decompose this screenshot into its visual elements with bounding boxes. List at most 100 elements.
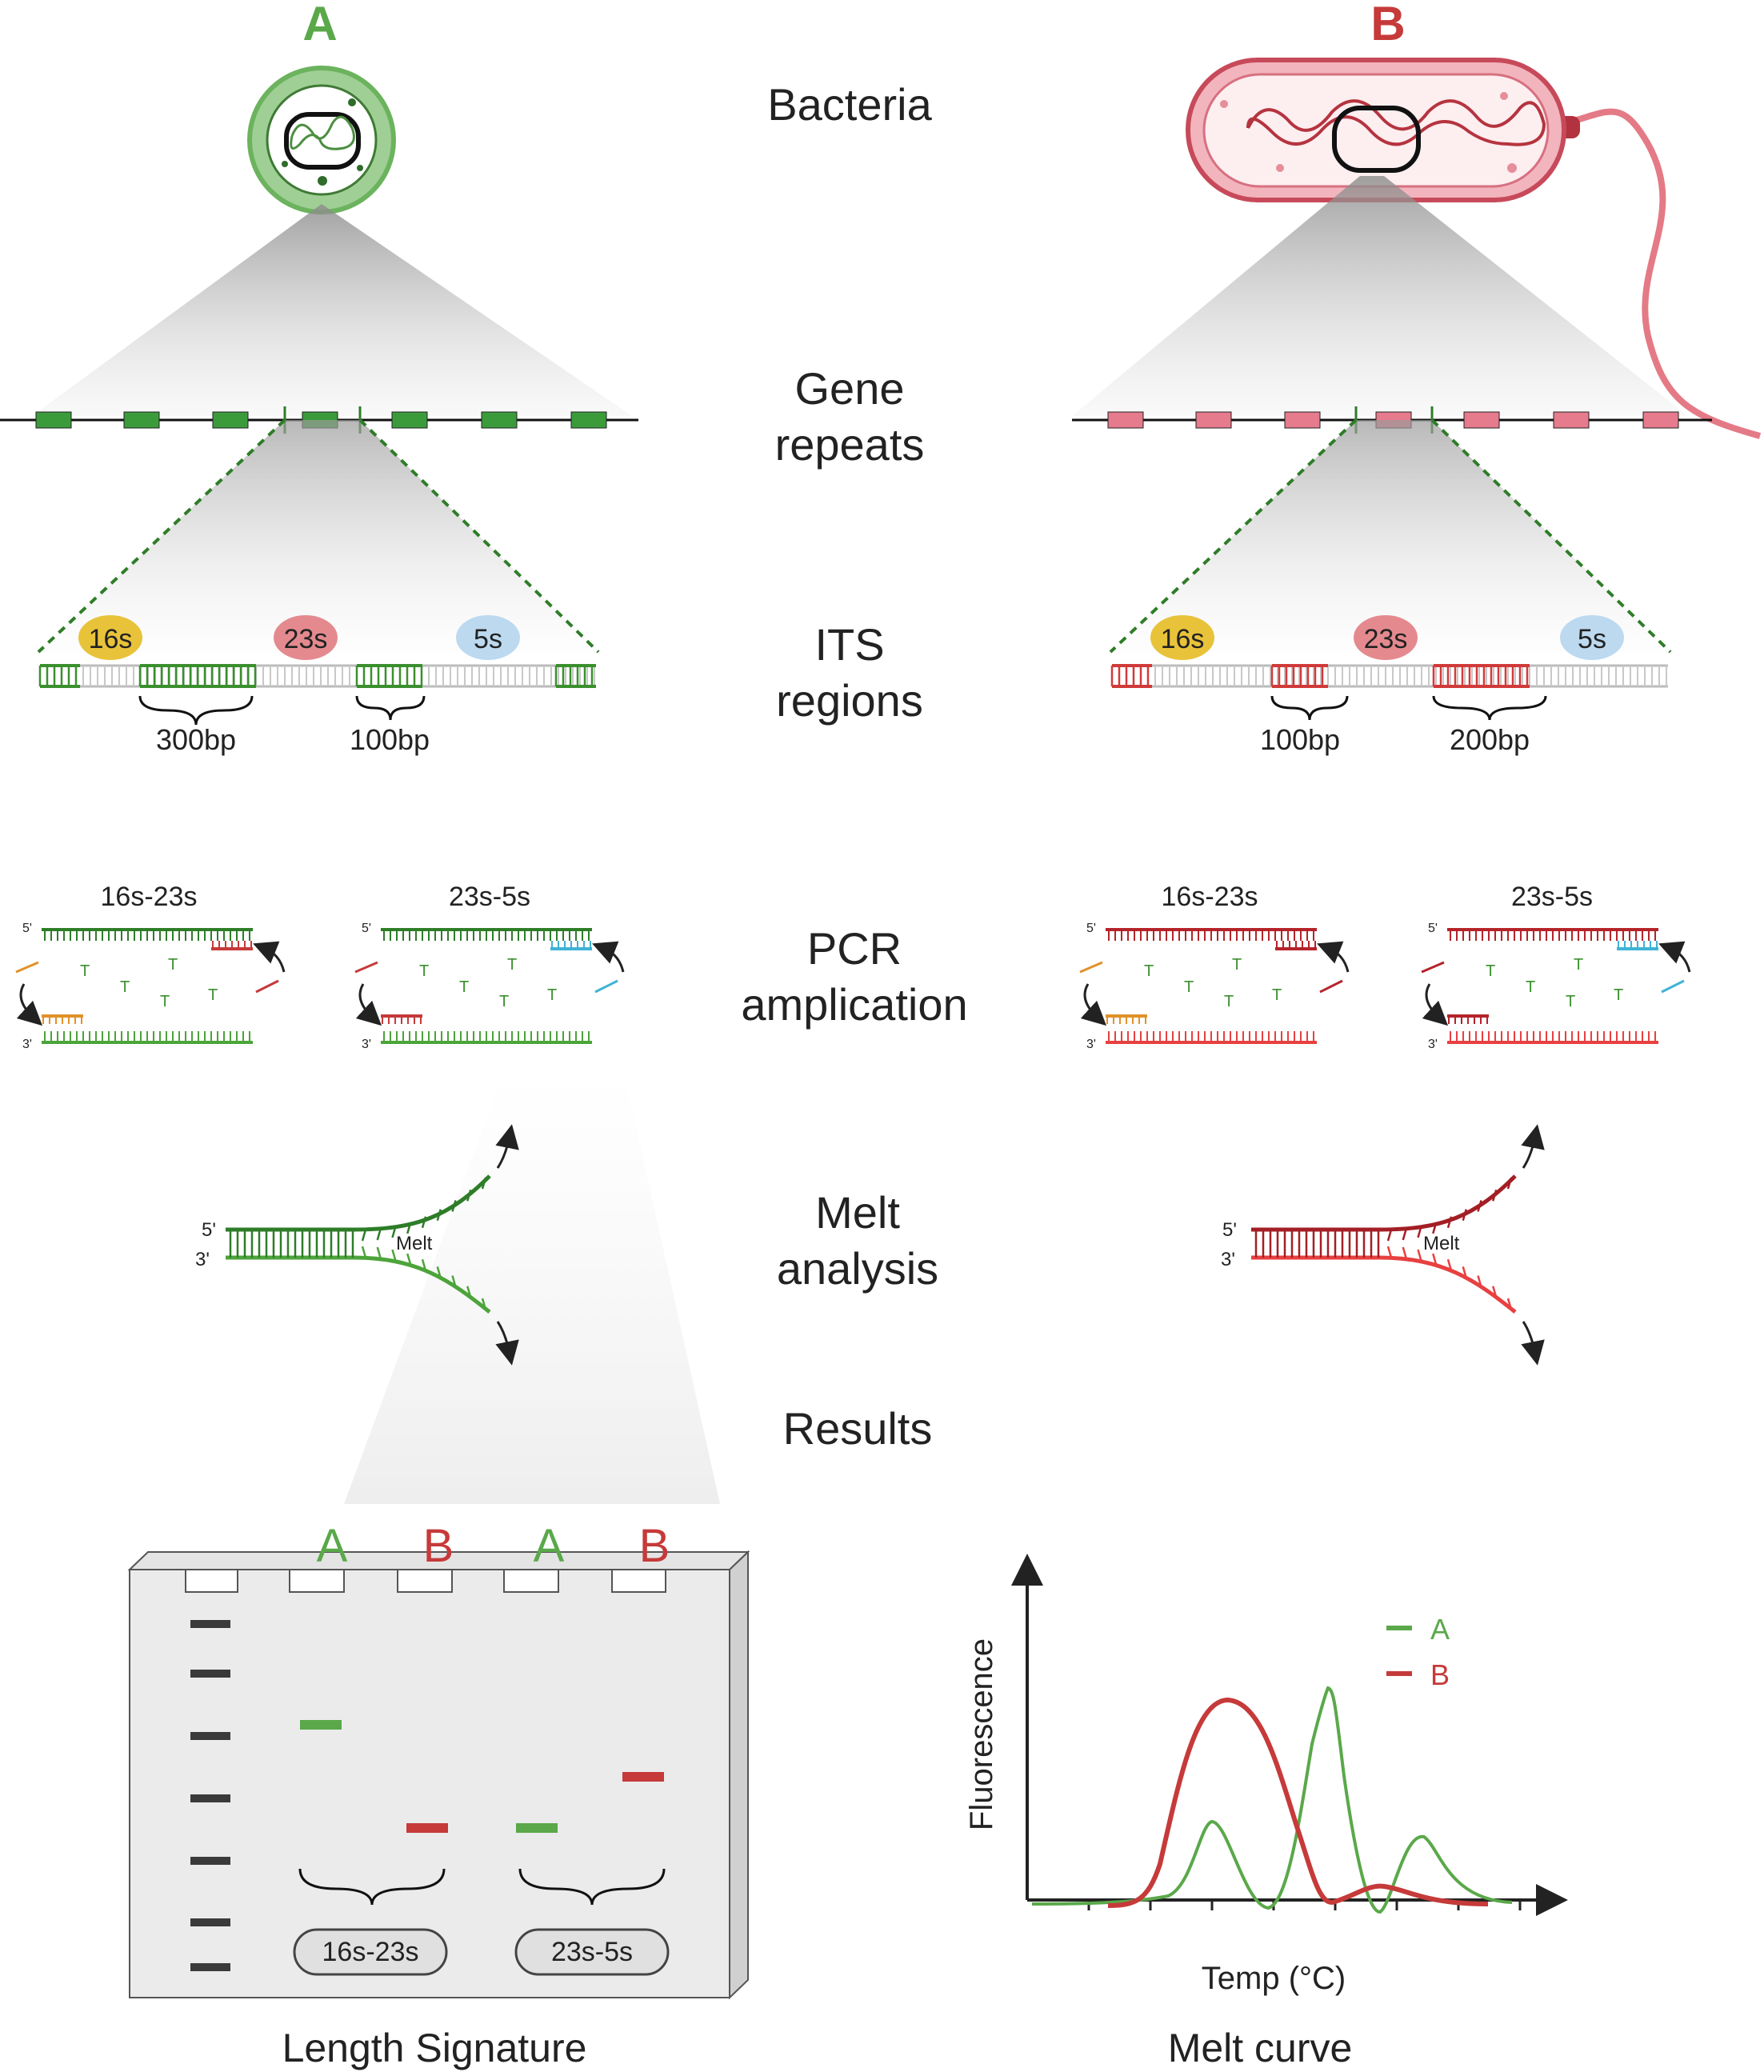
pcr-5prime: 5' — [362, 922, 371, 935]
stage-melt-2: analysis — [777, 1243, 938, 1294]
label-23s-b: 23s — [1364, 624, 1408, 654]
its-strand-b — [1110, 664, 1668, 688]
melt-open-rung — [1506, 1177, 1513, 1190]
band-a2 — [516, 1823, 558, 1833]
pcr-arrow-l — [355, 983, 382, 1026]
pcr-free-primer-l — [1079, 961, 1103, 974]
zoom-cone-b — [1072, 176, 1688, 416]
gene-block — [391, 411, 428, 429]
band-b1 — [406, 1823, 448, 1833]
gene-block — [570, 411, 607, 429]
label-16s-a: 16s — [89, 624, 133, 654]
melt-open-rung — [451, 1275, 457, 1287]
nucleotide: T — [1144, 962, 1154, 980]
melt-open-rung — [406, 1222, 412, 1234]
gene-block — [1107, 411, 1144, 429]
melt-open-rung — [1386, 1246, 1393, 1258]
stage-its-1: ITS — [814, 619, 884, 670]
chart-title: Melt curve — [1168, 2026, 1353, 2070]
bp-a-300: 300bp — [156, 723, 236, 756]
nucleotide: T — [419, 962, 429, 980]
nucleotide: T — [1486, 962, 1495, 980]
nucleotide: T — [499, 993, 509, 1010]
its-strand-a — [38, 664, 596, 688]
gene-block — [1553, 411, 1590, 429]
melt-open-rung — [1386, 1229, 1393, 1242]
gel-ladder — [190, 1620, 230, 1971]
melt-open-rung — [1446, 1258, 1453, 1271]
gel-caption: Length Signature — [282, 2026, 587, 2070]
pcr-free-primer-r — [594, 979, 618, 994]
zoom-its-a — [38, 420, 598, 652]
melt-open-rung — [1432, 1222, 1438, 1234]
melt-b — [1251, 1124, 1545, 1366]
pcr-3prime: 3' — [22, 1038, 32, 1051]
melt-arrow-down — [1521, 1321, 1545, 1366]
curve-a — [1031, 1686, 1513, 1914]
melt-open-rung — [361, 1246, 367, 1258]
pcr-3prime: 3' — [362, 1038, 371, 1051]
melt-open-rung — [391, 1249, 397, 1262]
melt-open-rung — [421, 1216, 427, 1229]
pcr-3prime: 3' — [1428, 1038, 1438, 1051]
melt-open-rung — [1477, 1275, 1482, 1287]
gel-lane-a2: A — [534, 1520, 565, 1572]
label-5s-b: 5s — [1578, 624, 1606, 654]
gene-block — [1195, 411, 1232, 429]
melt-open-rung — [1462, 1209, 1467, 1221]
organism-b-label: B — [1370, 0, 1405, 50]
ladder-band — [190, 1670, 230, 1678]
nucleotide: T — [1574, 956, 1583, 974]
melt-open-rung — [376, 1246, 382, 1259]
gel-lane-b2: B — [639, 1520, 670, 1572]
melt-open-rung — [466, 1286, 472, 1298]
stage-pcr-2: amplication — [741, 979, 967, 1030]
gene-block — [1463, 411, 1500, 429]
ladder-band — [190, 1620, 230, 1628]
nucleotide: T — [1566, 993, 1575, 1010]
gene-block — [123, 411, 160, 429]
melt-a-3prime: 3' — [195, 1249, 210, 1270]
label-23s-a: 23s — [284, 624, 328, 654]
ladder-band — [190, 1963, 230, 1971]
curve-b — [1107, 1697, 1489, 1908]
pcr-arrow-l — [1080, 983, 1107, 1026]
melt-arrow-up — [1521, 1124, 1545, 1169]
bp-a-100: 100bp — [350, 723, 430, 756]
melt-a-label: Melt — [396, 1233, 433, 1254]
gel-group2-label: 23s-5s — [551, 1937, 633, 1967]
bubble-23s-a — [274, 615, 338, 660]
nucleotide: T — [1232, 956, 1242, 974]
bp-b-200: 200bp — [1450, 723, 1530, 756]
pcr-5prime: 5' — [22, 922, 32, 935]
nucleotide: T — [120, 978, 130, 996]
gel-braces — [298, 1868, 666, 1906]
pcr-3prime: 3' — [1086, 1038, 1096, 1051]
ladder-band — [190, 1732, 230, 1740]
melt-top-strand — [1251, 1174, 1517, 1232]
stage-its-2: regions — [776, 675, 923, 726]
melt-open-rung — [466, 1189, 472, 1202]
bacterium-b — [1186, 58, 1762, 439]
stage-results: Results — [783, 1403, 933, 1454]
pcr-b-left-title: 16s-23s — [1162, 882, 1258, 912]
stage-pcr-1: PCR — [807, 923, 902, 974]
band-a1 — [300, 1720, 342, 1730]
pcr-free-primer-l — [354, 961, 378, 974]
stage-gene-2: repeats — [775, 419, 925, 470]
nucleotide: T — [1184, 978, 1194, 996]
pcr-5prime: 5' — [1086, 922, 1096, 935]
bubble-5s-b — [1560, 615, 1624, 660]
melt-bottom-strand — [1251, 1255, 1517, 1314]
stage-gene-1: Gene — [795, 363, 905, 414]
nucleotide: T — [547, 986, 557, 1004]
nucleotide: T — [1614, 986, 1623, 1004]
pcr-free-primer-l — [15, 961, 39, 974]
pcr-5prime: 5' — [1428, 922, 1438, 935]
pcr-b-right-title: 23s-5s — [1511, 882, 1593, 912]
pcr-arrow-l — [16, 983, 43, 1026]
nucleotide: T — [168, 956, 178, 974]
gene-block — [1284, 411, 1321, 429]
